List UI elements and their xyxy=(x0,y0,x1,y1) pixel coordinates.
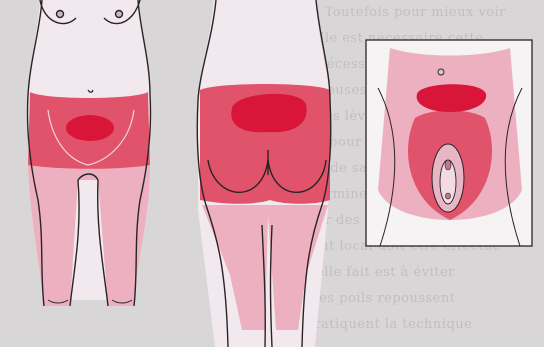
back-view xyxy=(197,0,330,347)
closeup-view xyxy=(366,40,532,246)
back-dark-zone xyxy=(231,94,306,132)
front-view xyxy=(27,0,150,306)
front-dark-zone xyxy=(66,115,114,141)
